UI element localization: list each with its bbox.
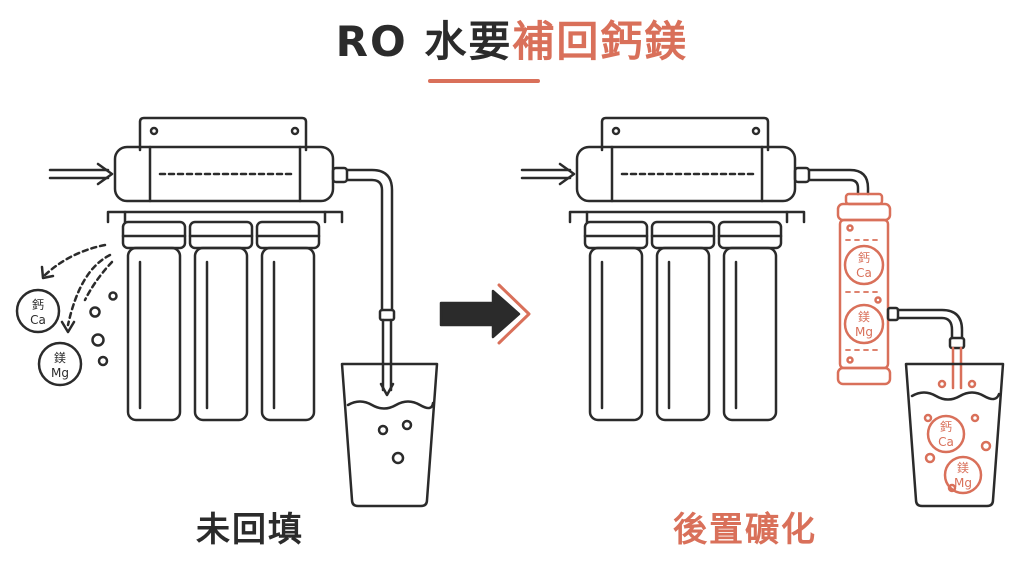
glass-bubble (980, 440, 992, 452)
left-water-glass (340, 362, 439, 508)
left-bracket-hole-1 (149, 126, 159, 136)
right-filter-canister (583, 220, 649, 422)
title-prefix: RO 水要 (335, 17, 513, 66)
left-filter-canister (255, 220, 321, 422)
right-filter-canister (650, 220, 716, 422)
left-mineral-magnesium-symbol: Mg (51, 366, 69, 380)
right-lower-bracket (568, 210, 806, 224)
left-escaping-bubble (108, 291, 118, 301)
right-filter-canister (717, 220, 783, 422)
right-caption: 後置礦化 (673, 510, 817, 550)
left-outlet-pipe (331, 166, 396, 392)
glass-bubble (924, 452, 936, 464)
left-water-surface (346, 400, 435, 410)
left-mineral-calcium-char: 鈣 (32, 298, 44, 312)
left-mineral-calcium: 鈣 Ca (15, 288, 61, 334)
transition-arrow (439, 283, 531, 345)
glass-mineral-calcium-char: 鈣 (940, 420, 952, 434)
glass-mineral-magnesium-symbol: Mg (954, 476, 972, 490)
mineral-water-stream (951, 346, 963, 390)
left-arrowhead (60, 320, 76, 334)
left-filter-canister (188, 220, 254, 422)
left-escaping-bubble (89, 306, 101, 318)
cartridge-mineral-magnesium: 鎂 Mg (843, 303, 885, 345)
left-lower-bracket (106, 210, 344, 224)
cartridge-bubble (846, 356, 854, 364)
glass-bubble (923, 413, 933, 423)
right-glass-minerals: 鈣 Ca 鎂 Mg (923, 379, 992, 495)
right-bracket-hole-1 (611, 126, 621, 136)
cartridge-mineral-calcium-char: 鈣 (858, 251, 870, 265)
left-filter-canister (121, 220, 187, 422)
cartridge-mineral-magnesium-symbol: Mg (855, 325, 873, 339)
right-output-pipe (886, 306, 966, 350)
glass-mineral-calcium: 鈣 Ca (926, 414, 966, 454)
left-caption: 未回填 (196, 510, 304, 550)
glass-bubble (970, 413, 980, 423)
left-bracket-hole-2 (290, 126, 300, 136)
left-glass-bubble (377, 424, 389, 436)
glass-mineral-magnesium-char: 鎂 (957, 460, 969, 475)
left-glass-bubble (391, 451, 405, 465)
right-water-glass (904, 362, 1005, 508)
glass-bubble (967, 379, 977, 389)
cartridge-mineral-calcium-symbol: Ca (856, 266, 872, 280)
cartridge-bubble (846, 224, 854, 232)
glass-mineral-magnesium: 鎂 Mg (943, 455, 983, 495)
left-glass-bubble (401, 419, 413, 431)
cartridge-mineral-calcium: 鈣 Ca (843, 244, 885, 286)
left-escaping-bubble (91, 333, 105, 347)
cartridge-bubble (874, 296, 882, 304)
title-highlight: 補回鈣鎂 (512, 17, 689, 66)
left-mineral-loss-arrows (43, 243, 114, 327)
right-bracket-hole-2 (751, 126, 761, 136)
left-inlet-arrow (48, 162, 114, 186)
page-title: RO 水要補回鈣鎂 (0, 14, 1024, 70)
right-water-surface (910, 391, 1001, 401)
left-escaping-bubble (97, 355, 109, 367)
right-mount-bracket (600, 116, 770, 152)
right-inlet-arrow (520, 162, 576, 186)
left-flow-arrow (379, 382, 395, 397)
left-ro-system: 鈣 Ca 鎂 Mg (15, 116, 439, 508)
cartridge-mineral-magnesium-char: 鎂 (858, 309, 870, 324)
title-underline (428, 79, 540, 83)
left-mineral-magnesium: 鎂 Mg (37, 341, 83, 387)
left-mount-bracket (138, 116, 308, 152)
glass-bubble (937, 379, 947, 389)
glass-mineral-calcium-symbol: Ca (938, 435, 954, 449)
left-mineral-calcium-symbol: Ca (30, 313, 46, 327)
right-ro-system: 鈣 Ca 鎂 Mg (520, 116, 1005, 508)
remineralization-cartridge (836, 192, 892, 386)
left-mineral-magnesium-char: 鎂 (54, 350, 66, 365)
left-arrowhead (40, 265, 55, 280)
right-outlet-pipe (793, 166, 870, 196)
